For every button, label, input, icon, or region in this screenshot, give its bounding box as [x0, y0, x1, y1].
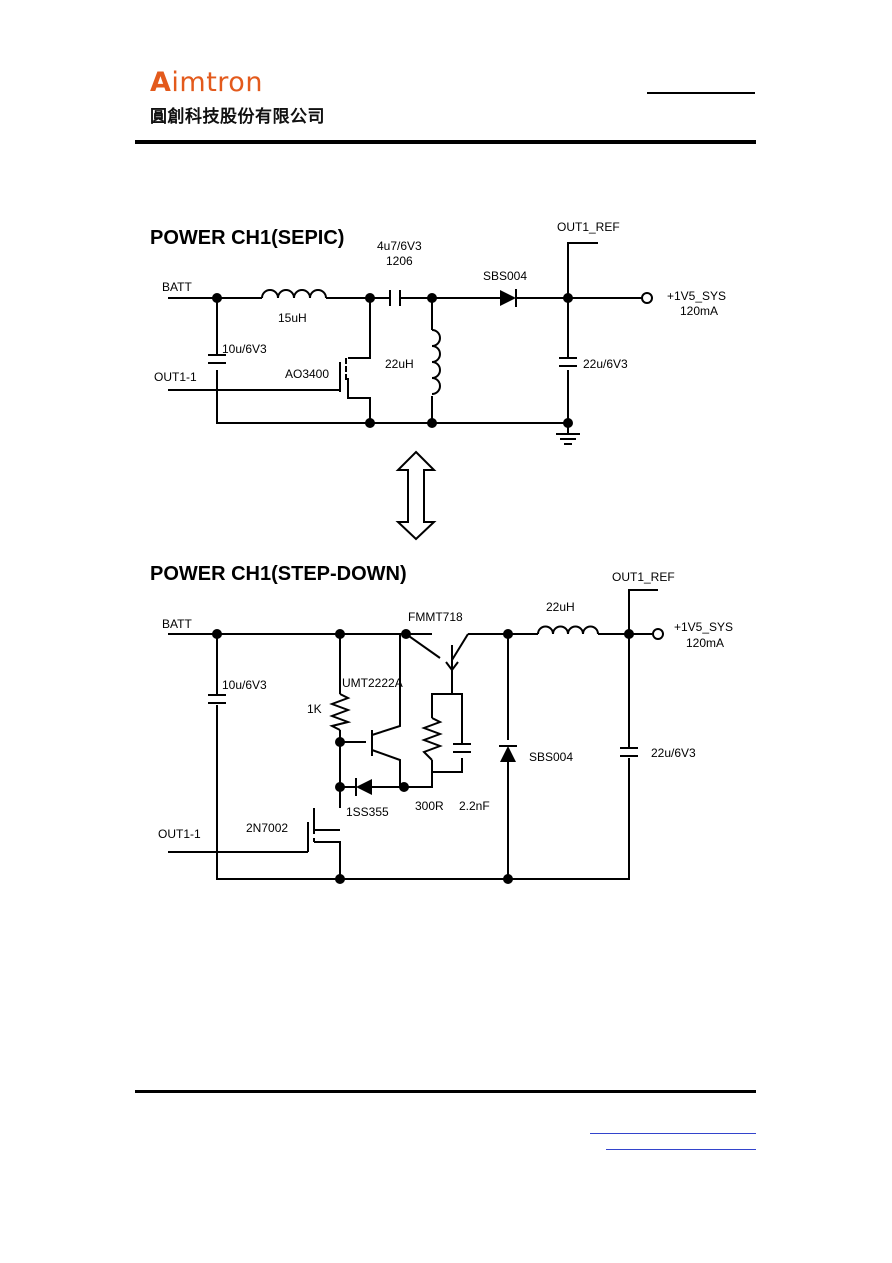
sepic-mosfet-symbol [339, 358, 347, 392]
stepdown-frame-wire [216, 634, 630, 880]
stepdown-out1-label: OUT1-1 [158, 827, 201, 841]
stepdown-junction [335, 737, 345, 747]
header-rule [135, 140, 756, 144]
stepdown-input-cap-symbol [208, 694, 226, 704]
sepic-inductor-15uh-symbol [261, 289, 327, 299]
sepic-junction [212, 293, 222, 303]
header-short-rule [647, 92, 755, 94]
stepdown-junction [401, 629, 411, 639]
sepic-junction [563, 293, 573, 303]
stepdown-cout-label: 22u/6V3 [651, 746, 696, 760]
stepdown-resistor-1k-symbol [329, 693, 352, 731]
sepic-junction [427, 293, 437, 303]
sepic-ground-symbol [556, 433, 580, 445]
logo-letter: A [150, 67, 172, 98]
sepic-cout-label: 22u/6V3 [583, 357, 628, 371]
sepic-l1-label: 15uH [278, 311, 307, 325]
stepdown-schematic: POWER CH1(STEP-DOWN) [150, 563, 733, 884]
footer-link-underline[interactable] [590, 1133, 756, 1134]
stepdown-out-cap-symbol [620, 747, 638, 757]
sepic-junction [563, 418, 573, 428]
stepdown-resistor-300r-symbol [421, 717, 443, 761]
stepdown-ref-wire [628, 589, 658, 634]
sepic-junction [365, 293, 375, 303]
stepdown-c2-label: 2.2nF [459, 799, 490, 813]
stepdown-outnet-label: +1V5_SYS [674, 620, 733, 634]
sepic-outcur-label: 120mA [680, 304, 718, 318]
stepdown-junction [503, 874, 513, 884]
company-logo: Aimtron 圓創科技股份有限公司 [150, 68, 325, 128]
stepdown-junction [399, 782, 409, 792]
stepdown-output-terminal [652, 628, 664, 640]
stepdown-cin-label: 10u/6V3 [222, 678, 267, 692]
stepdown-junction [624, 629, 634, 639]
stepdown-d1-label: 1SS355 [346, 805, 389, 819]
sepic-cin-label: 10u/6V3 [222, 342, 267, 356]
logo-wordmark: Aimtron [150, 68, 325, 98]
stepdown-fet-wire [168, 822, 341, 879]
stepdown-junction [503, 629, 513, 639]
footer-rule [135, 1090, 756, 1093]
stepdown-resistor-wire [313, 634, 341, 831]
sepic-input-cap-symbol [208, 354, 226, 364]
sepic-junction [427, 418, 437, 428]
stepdown-junction [335, 629, 345, 639]
sepic-schematic: POWER CH1(SEPIC) [150, 220, 726, 445]
stepdown-q1-label: UMT2222A [342, 676, 403, 690]
sepic-out-cap-symbol [559, 357, 577, 367]
stepdown-q2-label: FMMT718 [408, 610, 463, 624]
stepdown-diode-label: SBS004 [529, 750, 573, 764]
stepdown-q1-wire [340, 634, 401, 787]
sepic-outnet-label: +1V5_SYS [667, 289, 726, 303]
stepdown-batt-label: BATT [162, 617, 192, 631]
sepic-ref-wire [567, 242, 598, 298]
sepic-junction [365, 418, 375, 428]
stepdown-d1-wire [340, 772, 433, 788]
sepic-ref-label: OUT1_REF [557, 220, 620, 234]
stepdown-junction [212, 629, 222, 639]
sepic-diode-label: SBS004 [483, 269, 527, 283]
company-name-cn: 圓創科技股份有限公司 [150, 107, 325, 127]
conversion-arrow-icon [395, 450, 437, 541]
stepdown-rc-wire [431, 670, 463, 773]
stepdown-r1-label: 1K [307, 702, 322, 716]
stepdown-title: POWER CH1(STEP-DOWN) [150, 563, 407, 585]
sepic-batt-label: BATT [162, 280, 192, 294]
stepdown-r2-label: 300R [415, 799, 444, 813]
stepdown-junction [335, 874, 345, 884]
stepdown-junction [335, 782, 345, 792]
logo-text: imtron [171, 67, 263, 98]
sepic-input-cap-wire [216, 298, 570, 424]
sepic-l2-label: 22uH [385, 357, 414, 371]
stepdown-outcur-label: 120mA [686, 636, 724, 650]
sepic-fet-wire [347, 298, 371, 423]
stepdown-cap-2n2-symbol [453, 743, 471, 753]
stepdown-q2-wire [405, 633, 469, 672]
stepdown-fet-label: 2N7002 [246, 821, 288, 835]
sepic-inductor-22uh-symbol [431, 329, 441, 395]
footer-link-underline[interactable] [606, 1149, 756, 1150]
stepdown-inductor-22uh-symbol [537, 625, 599, 635]
stepdown-ref-label: OUT1_REF [612, 570, 675, 584]
sepic-out1-label: OUT1-1 [154, 370, 197, 384]
sepic-title: POWER CH1(SEPIC) [150, 227, 344, 249]
sepic-coupling-cap-symbol [389, 290, 401, 306]
sepic-diode-symbol [500, 290, 516, 306]
stepdown-diode-symbol [500, 746, 516, 762]
stepdown-d1-symbol [356, 779, 372, 795]
sepic-output-terminal [641, 292, 653, 304]
stepdown-l1-label: 22uH [546, 600, 575, 614]
sepic-fet-label: AO3400 [285, 367, 329, 381]
sepic-ccouple-label-b: 1206 [386, 254, 413, 268]
sepic-ccouple-label-a: 4u7/6V3 [377, 239, 422, 253]
